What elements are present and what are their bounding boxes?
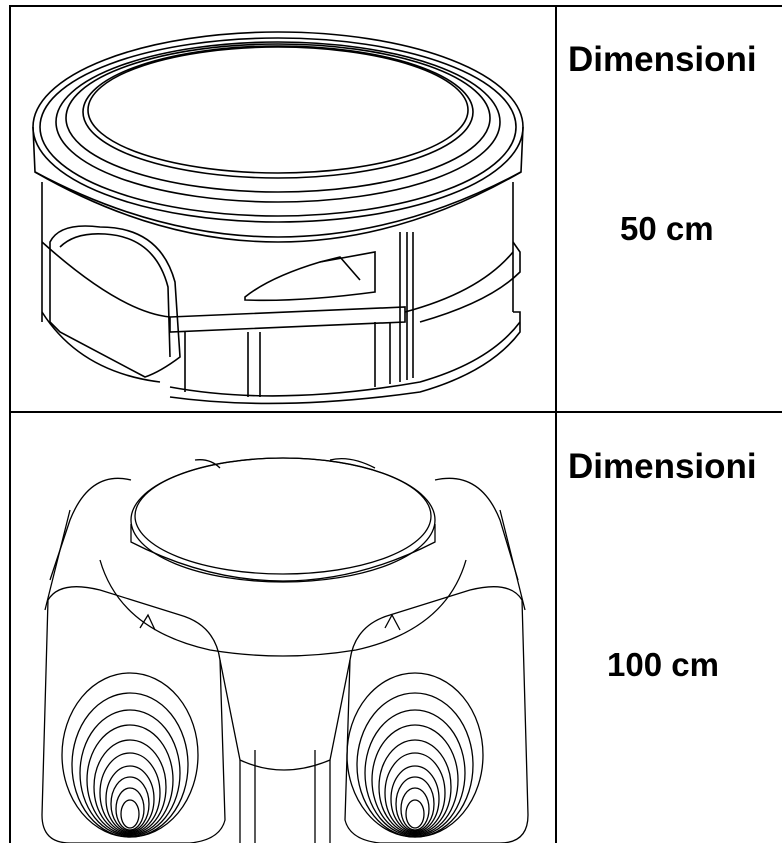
row1-dimension-value: 50 cm — [620, 210, 714, 247]
table-left-border — [9, 5, 11, 843]
table-top-border — [9, 5, 782, 7]
row2-dimension-heading: Dimensioni — [568, 447, 757, 486]
row1-dimension-heading: Dimensioni — [568, 40, 757, 79]
round-manhole-image — [20, 12, 550, 407]
row2-dimension-value: 100 cm — [607, 646, 719, 683]
table-row-divider — [9, 411, 782, 413]
table-column-divider — [555, 5, 557, 843]
four-way-manhole-image — [30, 450, 540, 843]
